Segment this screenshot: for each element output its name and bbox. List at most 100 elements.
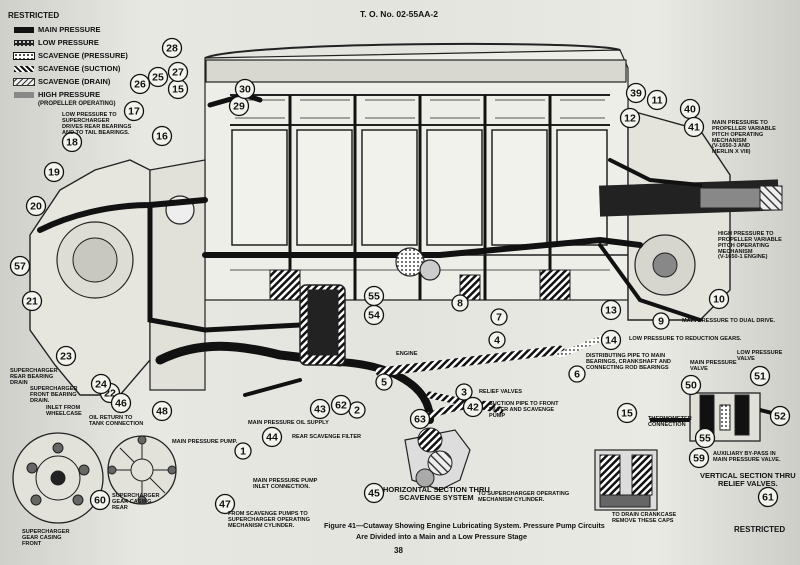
callout-27: 27 — [167, 61, 189, 83]
callout-11: 11 — [646, 89, 668, 111]
supercharger-gear-casing-rear — [107, 435, 177, 505]
callout-number: 61 — [762, 492, 774, 504]
callout-number: 52 — [774, 411, 786, 423]
callout-1: 1 — [234, 442, 252, 460]
callout-12: 12 — [619, 107, 641, 129]
callout-7: 7 — [490, 308, 508, 326]
callout-60: 60 — [89, 489, 111, 511]
callout-6: 6 — [568, 365, 586, 383]
restricted-bottom-label: RESTRICTED — [734, 525, 786, 534]
label-distributing-pipe: DISTRIBUTING PIPE TO MAIN BEARINGS, CRAN… — [586, 353, 671, 371]
callout-47: 47 — [214, 493, 236, 515]
legend-label-scavenge-pressure: SCAVENGE (PRESSURE) — [38, 51, 128, 60]
callout-number: 55 — [699, 433, 711, 445]
callout-number: 42 — [467, 402, 479, 414]
callout-number: 28 — [166, 43, 178, 55]
callout-50: 50 — [680, 374, 702, 396]
callout-51: 51 — [749, 365, 771, 387]
callout-45: 45 — [363, 482, 385, 504]
reduction-gear-housing — [599, 109, 783, 321]
label-main-pressure-oil-supply: MAIN PRESSURE OIL SUPPLY — [248, 420, 329, 426]
restricted-top-label: RESTRICTED — [8, 11, 60, 20]
callout-8: 8 — [451, 294, 469, 312]
legend-label-main-pressure: MAIN PRESSURE — [38, 25, 101, 34]
label-supercharger-front-bearing-drain: SUPERCHARGER FRONT BEARING DRAIN. — [30, 386, 78, 404]
callout-52: 52 — [769, 405, 791, 427]
callout-number: 13 — [605, 305, 617, 317]
callout-number: 57 — [14, 261, 26, 273]
label-relief-valves: RELIEF VALVES — [479, 389, 522, 395]
callout-number: 44 — [266, 432, 278, 444]
label-horizontal-section: HORIZONTAL SECTION THRU SCAVENGE SYSTEM — [383, 485, 490, 502]
callout-57: 57 — [9, 255, 31, 277]
callout-number: 51 — [754, 371, 766, 383]
callout-55: 55 — [694, 427, 716, 449]
label-main-pressure-pump: MAIN PRESSURE PUMP. — [172, 439, 238, 445]
label-main-pressure-propeller: MAIN PRESSURE TO PROPELLER VARIABLE PITC… — [712, 120, 776, 156]
legend-swatch-low-pressure — [14, 40, 34, 46]
callout-2: 2 — [348, 401, 366, 419]
callout-9: 9 — [652, 312, 670, 330]
callout-number: 11 — [651, 95, 662, 107]
label-suction-pipe: SUCTION PIPE TO FRONT FILTER AND SCAVENG… — [489, 401, 559, 419]
label-low-pressure-supercharger: LOW PRESSURE TO SUPERCHARGER DRIVES REAR… — [62, 112, 132, 136]
callout-number: 59 — [693, 453, 705, 465]
callout-21: 21 — [21, 290, 43, 312]
callout-59: 59 — [688, 447, 710, 469]
page-number: 38 — [394, 546, 403, 555]
callout-number: 20 — [30, 201, 42, 213]
callout-40: 40 — [679, 98, 701, 120]
callout-16: 16 — [151, 125, 173, 147]
legend-swatch-main-pressure — [14, 27, 34, 33]
callout-10: 10 — [708, 288, 730, 310]
callout-number: 30 — [239, 84, 251, 96]
callout-14: 14 — [600, 329, 622, 351]
callout-number: 29 — [233, 101, 245, 113]
callout-number: 45 — [368, 488, 380, 500]
figure-caption-line-2: Are Divided into a Main and a Low Pressu… — [356, 532, 527, 541]
supercharger-housing — [29, 159, 206, 396]
callout-number: 41 — [688, 122, 700, 134]
crankcase-drain-section — [594, 449, 658, 511]
legend-label-low-pressure: LOW PRESSURE — [38, 38, 99, 47]
label-supercharger-rear-bearing-drain: SUPERCHARGER REAR BEARING DRAIN — [10, 368, 58, 386]
label-gear-casing-front: SUPERCHARGER GEAR CASING FRONT — [22, 529, 70, 547]
callout-number: 48 — [156, 406, 168, 418]
callout-number: 43 — [314, 404, 326, 416]
callout-number: 9 — [658, 316, 664, 328]
label-vertical-section: VERTICAL SECTION THRU RELIEF VALVES. — [700, 471, 796, 488]
callout-number: 7 — [496, 312, 502, 324]
callout-number: 17 — [128, 106, 140, 118]
callout-42: 42 — [462, 396, 484, 418]
legend-swatch-scavenge-pressure — [13, 52, 35, 60]
callout-number: 24 — [95, 379, 107, 391]
callout-number: 8 — [457, 298, 463, 310]
legend-label-scavenge-drain: SCAVENGE (DRAIN) — [38, 77, 111, 86]
document-number: T. O. No. 02-55AA-2 — [360, 9, 438, 19]
callout-number: 12 — [624, 113, 636, 125]
callout-number: 25 — [152, 72, 164, 84]
callout-number: 15 — [621, 408, 633, 420]
callout-number: 15 — [172, 84, 184, 96]
callout-17: 17 — [123, 100, 145, 122]
callout-number: 18 — [66, 137, 78, 149]
scavenge-filter — [269, 247, 571, 366]
callout-number: 60 — [94, 495, 106, 507]
callout-number: 27 — [172, 67, 184, 79]
callout-number: 46 — [115, 398, 127, 410]
callout-number: 1 — [240, 446, 246, 458]
label-to-supercharger-operating: TO SUPERCHARGER OPERATING MECHANISM CYLI… — [478, 491, 570, 503]
callout-19: 19 — [43, 161, 65, 183]
callout-3: 3 — [455, 383, 473, 401]
label-low-pressure-valve: LOW PRESSURE VALVE — [737, 350, 783, 362]
callout-number: 2 — [354, 405, 360, 417]
legend-label-scavenge-suction: SCAVENGE (SUCTION) — [38, 64, 121, 73]
callout-number: 16 — [156, 131, 168, 143]
label-to-drain-crankcase: TO DRAIN CRANKCASE REMOVE THESE CAPS — [612, 512, 677, 524]
callout-43: 43 — [309, 398, 331, 420]
callout-55: 55 — [363, 285, 385, 307]
callout-number: 6 — [574, 369, 580, 381]
label-main-pressure-valve: MAIN PRESSURE VALVE — [690, 360, 737, 372]
callout-25: 25 — [147, 66, 169, 88]
